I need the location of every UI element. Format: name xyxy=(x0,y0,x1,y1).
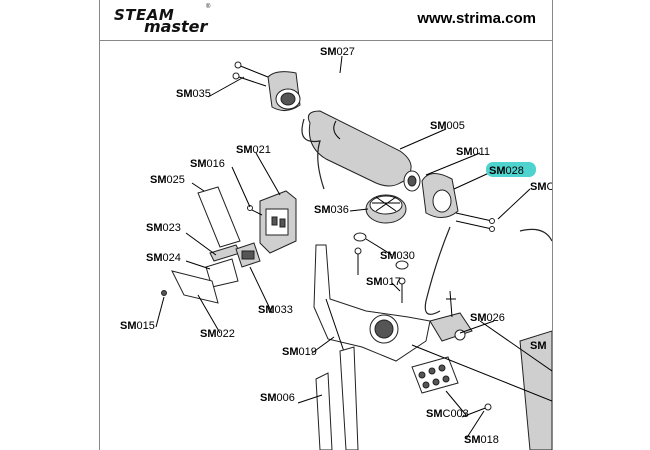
frame-sm019-drawing xyxy=(313,244,431,376)
highlight-sm028-background xyxy=(486,162,536,177)
plate-sm025-drawing xyxy=(197,186,241,248)
header-bar: STEAM ® master www.strima.com xyxy=(100,0,552,41)
nut-sm030-drawing xyxy=(353,232,409,270)
insert-sm011-drawing xyxy=(403,170,421,192)
cropped-right-parts-drawing xyxy=(411,228,552,450)
screw-sm016-drawing xyxy=(247,205,263,216)
terminal-block-smc003-drawing xyxy=(411,356,459,394)
end-cap-sm028-drawing xyxy=(421,173,495,315)
label-sm026[interactable]: SM026 xyxy=(470,312,505,324)
label-sm025[interactable]: SM025 xyxy=(150,174,185,186)
housing-sm021-drawing xyxy=(259,190,297,254)
label-sm027[interactable]: SM027 xyxy=(320,46,355,58)
exploded-parts-diagram: SM027 SM035 SM005 SM011 SM028 SMC SM021 … xyxy=(120,46,552,450)
label-smc003[interactable]: SMC003 xyxy=(426,408,469,420)
label-sm033[interactable]: SM033 xyxy=(258,304,293,316)
logo-line-steam: STEAM xyxy=(114,6,175,24)
label-sm-partial-right[interactable]: SM xyxy=(530,340,547,352)
knob-sm036-drawing xyxy=(365,194,407,224)
site-url[interactable]: www.strima.com xyxy=(417,10,536,27)
cap-sm027-drawing xyxy=(267,71,301,111)
logo-registered-mark: ® xyxy=(206,4,211,10)
label-sm024[interactable]: SM024 xyxy=(146,252,181,264)
label-sm019[interactable]: SM019 xyxy=(282,346,317,358)
bolt-sm017-drawing xyxy=(354,247,406,303)
screw-sm035-drawing xyxy=(232,61,269,87)
switch-sm033-drawing xyxy=(235,242,261,268)
screw-sm018-drawing xyxy=(461,403,492,418)
lever-sm023-drawing xyxy=(209,244,241,262)
label-sm036[interactable]: SM036 xyxy=(314,204,349,216)
handle-sm005-drawing xyxy=(301,110,412,190)
steam-master-logo: STEAM ® master xyxy=(114,4,284,36)
label-sm022[interactable]: SM022 xyxy=(200,328,235,340)
fitting-sm026-drawing xyxy=(429,290,473,342)
label-sm028[interactable]: SM028 xyxy=(489,165,524,177)
parts-diagram-panel: STEAM ® master www.strima.com xyxy=(99,0,553,450)
label-sm006[interactable]: SM006 xyxy=(260,392,295,404)
label-sm005[interactable]: SM005 xyxy=(430,120,465,132)
label-sm016[interactable]: SM016 xyxy=(190,158,225,170)
label-sm011[interactable]: SM011 xyxy=(456,146,490,158)
logo-line-master: master xyxy=(144,17,208,36)
label-sm030[interactable]: SM030 xyxy=(380,250,415,262)
label-sm015[interactable]: SM015 xyxy=(120,320,155,332)
label-sm021[interactable]: SM021 xyxy=(236,144,271,156)
leader-lines xyxy=(155,55,531,440)
label-sm-partial-c[interactable]: SMC xyxy=(530,181,552,193)
screw-sm015-drawing xyxy=(161,290,167,296)
label-sm035[interactable]: SM035 xyxy=(176,88,211,100)
rod-sm006-drawing xyxy=(315,346,359,450)
label-sm017[interactable]: SM017 xyxy=(366,276,401,288)
cover-sm022-drawing xyxy=(171,270,219,304)
label-sm023[interactable]: SM023 xyxy=(146,222,181,234)
label-sm018[interactable]: SM018 xyxy=(464,434,499,446)
